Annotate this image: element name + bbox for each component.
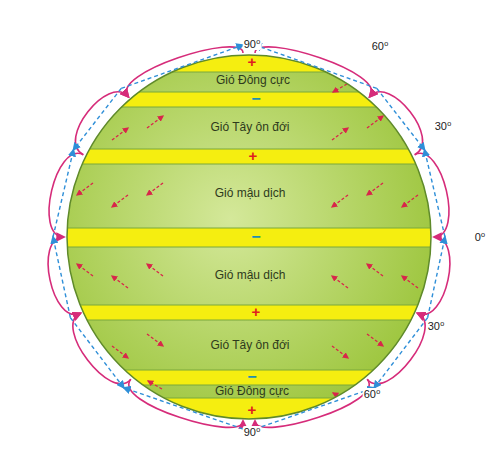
- wind-arrow: [332, 346, 348, 358]
- wind-arrow: [112, 346, 128, 358]
- wind-arrow: [112, 195, 128, 207]
- low-pressure-sign: −: [247, 368, 256, 386]
- wind-arrow: [402, 195, 418, 207]
- wind-arrow: [367, 264, 383, 276]
- wind-arrow: [147, 264, 163, 276]
- low-pressure-sign: −: [251, 228, 260, 246]
- wind-name: Gió Đông cực: [216, 74, 290, 87]
- wind-arrow: [147, 116, 163, 128]
- circulation-cells: [48, 45, 450, 429]
- wind-arrow: [333, 84, 347, 92]
- cell-upper-flow: [415, 153, 449, 237]
- cell-upper-flow: [75, 92, 128, 155]
- cell-upper-flow: [126, 47, 243, 97]
- low-pressure-sign: −: [251, 90, 260, 108]
- wind-arrow: [113, 393, 127, 401]
- latitude-label: 30⁰: [427, 320, 446, 332]
- wind-arrow: [78, 381, 92, 389]
- wind-arrow: [147, 183, 163, 195]
- cell-surface-flow: [53, 237, 70, 318]
- wind-arrow: [403, 84, 417, 92]
- wind-arrow: [367, 116, 383, 128]
- cell-upper-flow: [367, 313, 425, 384]
- wind-arrow: [148, 381, 162, 389]
- wind-arrow: [403, 393, 417, 401]
- wind-arrow: [332, 276, 348, 288]
- wind-arrow: [112, 128, 128, 140]
- latitude-label: 90⁰: [243, 38, 262, 50]
- cell-surface-flow: [53, 150, 73, 237]
- wind-arrow: [112, 276, 128, 288]
- wind-arrow: [367, 183, 383, 195]
- wind-name: Gió Đông cực: [215, 385, 289, 398]
- wind-name: Gió mậu dịch: [215, 269, 286, 282]
- high-pressure-sign: +: [248, 54, 257, 71]
- high-pressure-sign: +: [252, 304, 261, 321]
- wind-name: Gió Tây ôn đới: [210, 339, 289, 352]
- cell-surface-flow: [374, 318, 427, 388]
- high-pressure-sign: +: [248, 402, 257, 419]
- latitude-label: 60⁰: [371, 40, 390, 52]
- wind-arrow: [402, 276, 418, 288]
- cell-surface-flow: [428, 237, 445, 318]
- cell-upper-flow: [370, 92, 423, 155]
- latitude-label: 90⁰: [243, 426, 262, 438]
- latitude-label: 30⁰: [434, 120, 453, 132]
- high-pressure-sign: +: [249, 148, 258, 165]
- wind-arrows: [77, 72, 418, 401]
- cell-upper-flow: [418, 237, 450, 314]
- wind-name: Gió Tây ôn đới: [210, 121, 289, 134]
- cell-surface-flow: [73, 88, 121, 149]
- wind-name: Gió mậu dịch: [215, 187, 286, 200]
- cell-upper-flow: [255, 47, 372, 97]
- cell-upper-flow: [49, 153, 83, 237]
- wind-arrow: [368, 72, 382, 80]
- latitude-label: 0⁰: [474, 231, 487, 243]
- wind-arrow: [332, 128, 348, 140]
- cell-surface-flow: [377, 88, 425, 149]
- wind-arrow: [77, 183, 93, 195]
- latitude-label: 60⁰: [363, 388, 382, 400]
- pressure-belts: [60, 50, 440, 422]
- wind-arrow: [77, 264, 93, 276]
- cell-surface-flow: [70, 318, 123, 388]
- cell-surface-flow: [425, 150, 445, 237]
- wind-arrow: [147, 334, 163, 346]
- wind-arrow: [332, 195, 348, 207]
- wind-arrow: [367, 334, 383, 346]
- wind-arrow: [78, 72, 92, 80]
- cell-upper-flow: [48, 237, 80, 314]
- cell-upper-flow: [73, 313, 131, 384]
